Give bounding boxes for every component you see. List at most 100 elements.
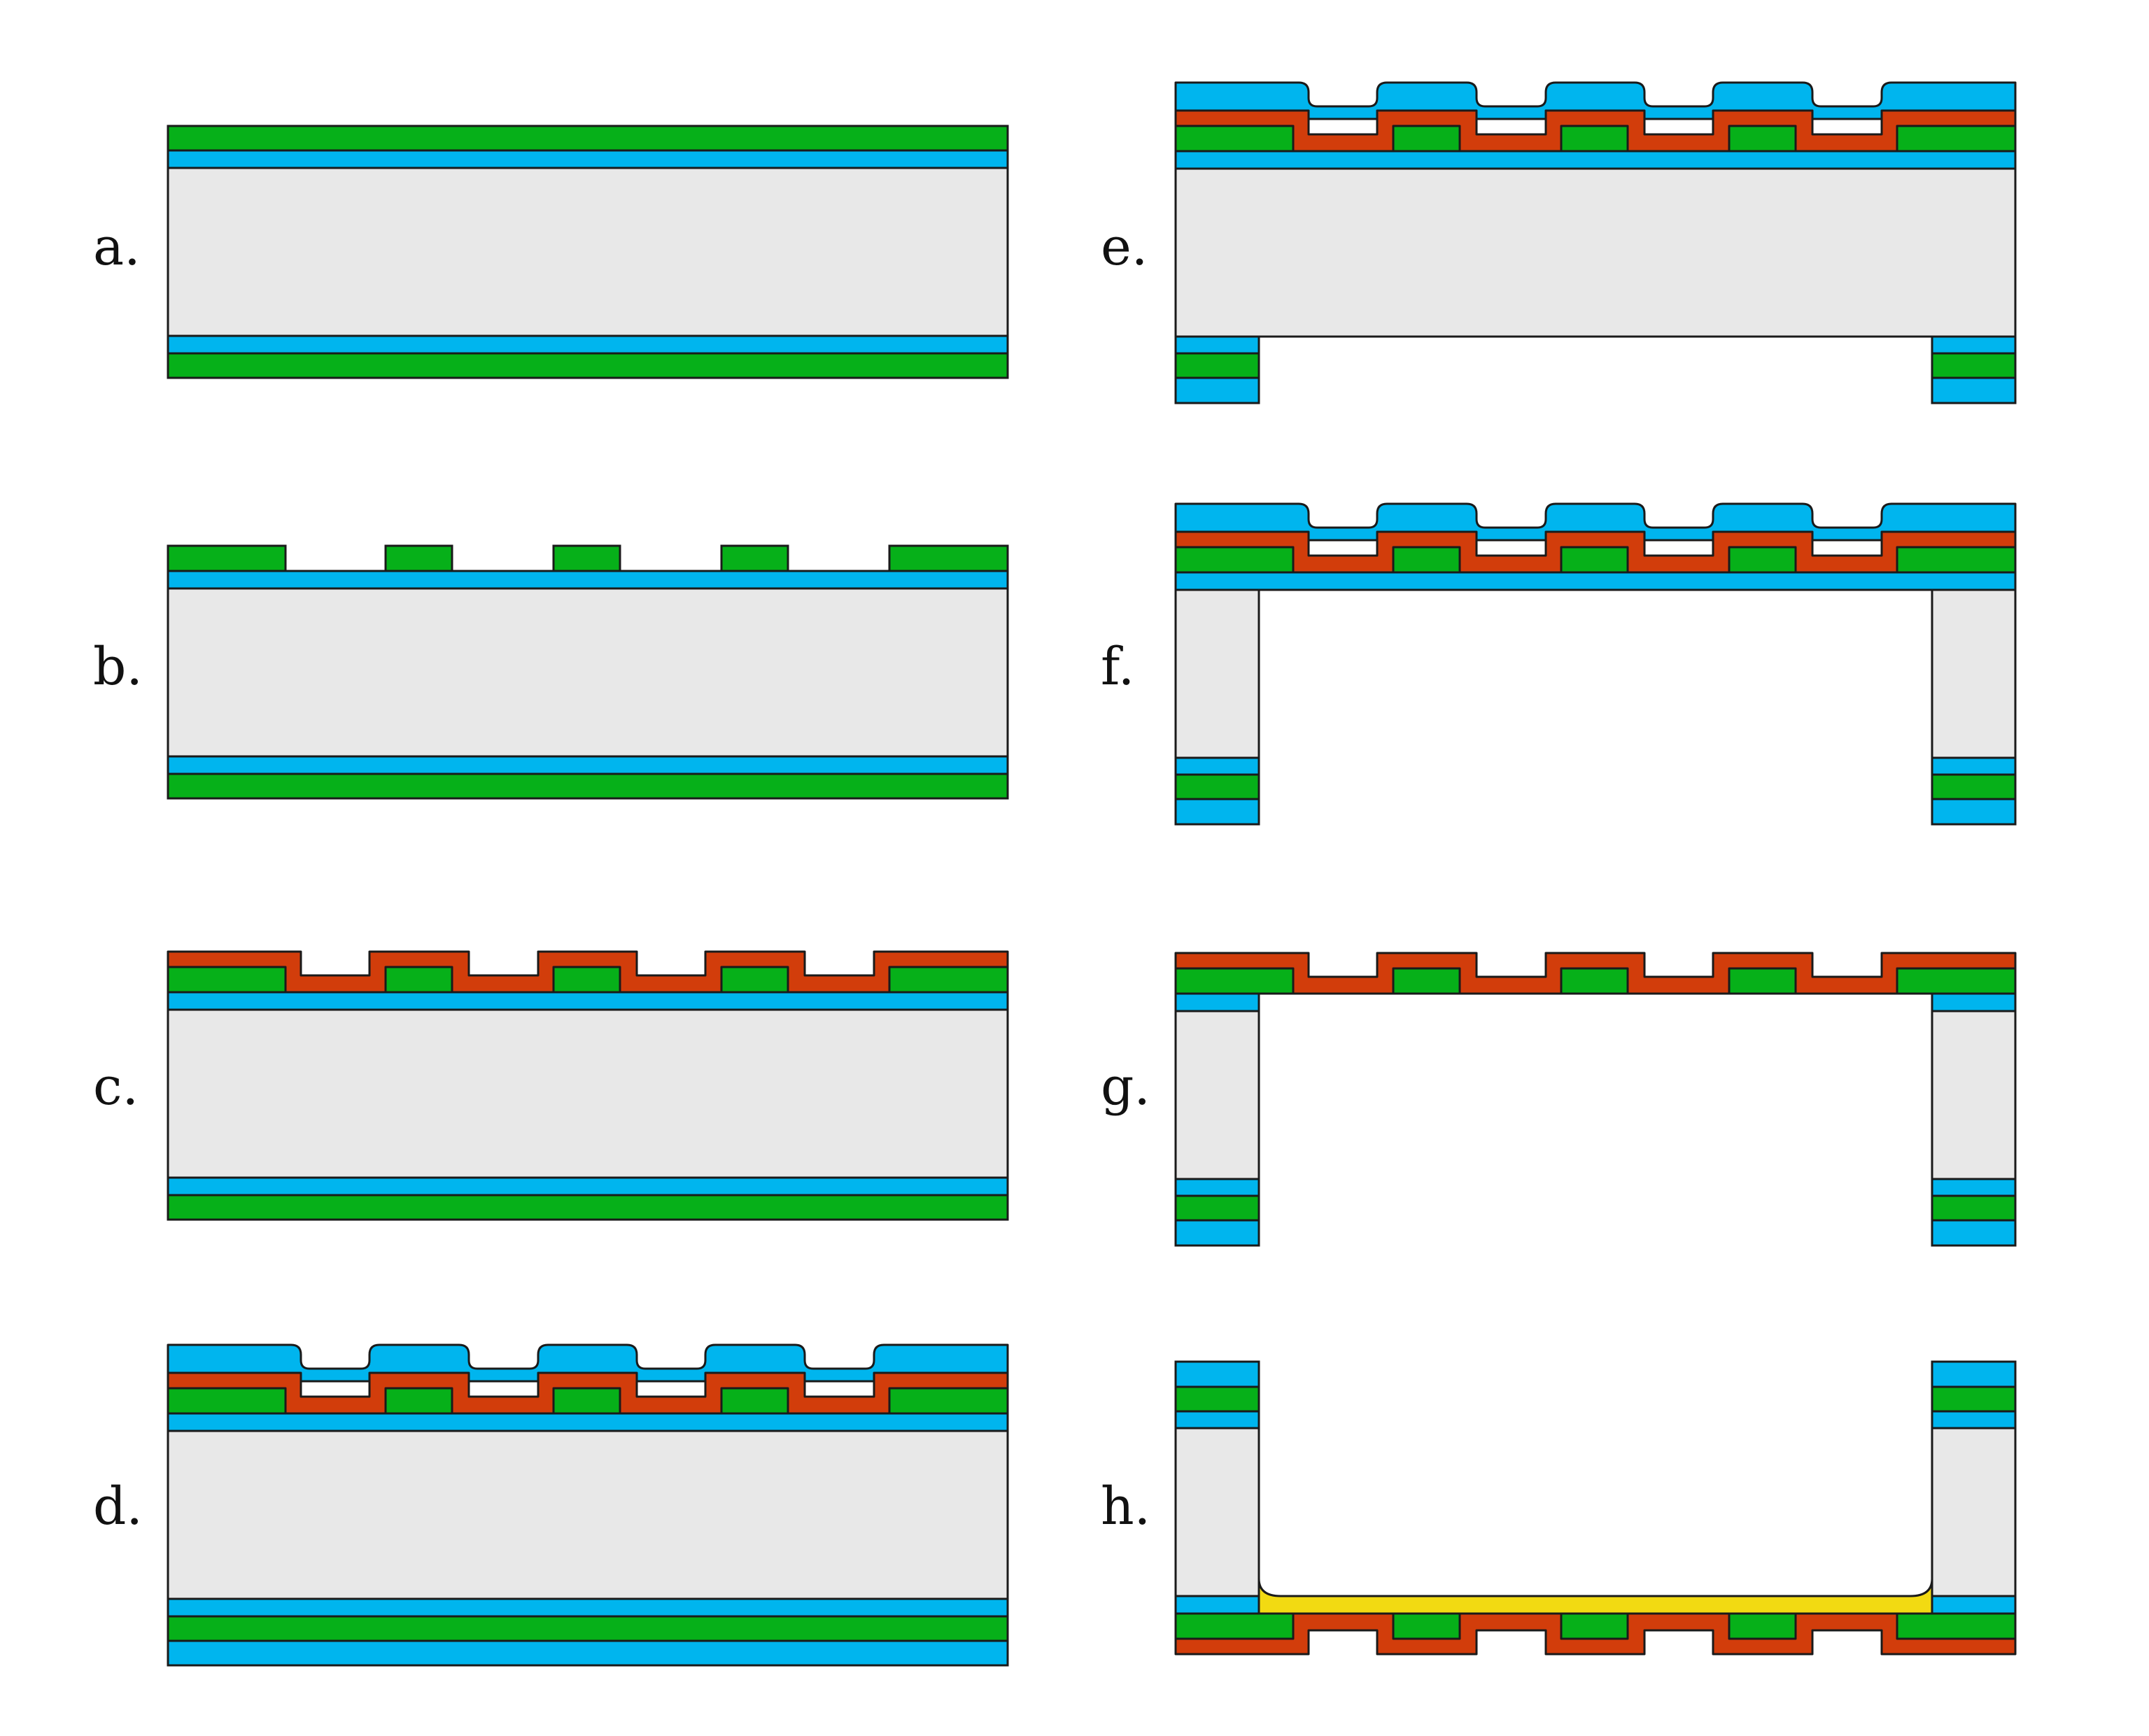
metal-island-2 [1392, 1612, 1461, 1640]
top-oxide-layer [1174, 150, 2017, 170]
substrate-pillar-left [1174, 1010, 1260, 1180]
metal-island-3 [552, 1387, 621, 1415]
metal-island-5 [888, 966, 1009, 994]
metal-island-5 [1896, 125, 2017, 153]
bottom-metal-right [1931, 1194, 2017, 1222]
metal-island-2 [1392, 967, 1461, 995]
bottom-oxide-layer [167, 1597, 1009, 1618]
bottom-oxide-left [1174, 335, 1260, 355]
conformal-film [167, 1371, 1009, 1415]
bottom-mask-left [1174, 798, 1260, 826]
bottom-metal-layer [167, 772, 1009, 800]
bottom-mask-right [1931, 798, 2017, 826]
cross-section-b [167, 544, 1009, 800]
top-metal-layer [167, 125, 1009, 152]
top-mask-left [1174, 1360, 1260, 1388]
metal-island-5 [1896, 546, 2017, 574]
top-oxide-layer [167, 149, 1009, 169]
top-metal-right [1931, 1385, 2017, 1413]
top-oxide-layer [1174, 571, 2017, 591]
conformal-film [1174, 952, 2017, 995]
substrate-pillar-left [1174, 1427, 1260, 1597]
metal-island-2 [384, 1387, 453, 1415]
cross-section-e [1174, 81, 2017, 404]
bottom-metal-layer [167, 1615, 1009, 1642]
metal-island-3 [1560, 967, 1629, 995]
bottom-passivation-layer [167, 1639, 1009, 1667]
step-label-e: e. [1101, 217, 1148, 277]
cross-section-g [1174, 952, 2017, 1247]
metal-island-4 [1728, 125, 1797, 153]
cross-sections [167, 81, 2017, 1667]
metal-island-4 [720, 966, 789, 994]
step-label-c: c. [93, 1057, 139, 1117]
bottom-metal-layer [167, 1194, 1009, 1221]
bottom-oxide-layer [167, 334, 1009, 355]
substrate-pillar-right [1931, 588, 2017, 759]
step-label-b: b. [93, 637, 143, 697]
metal-island-1 [1174, 546, 1295, 574]
metal-island-4 [1728, 546, 1797, 574]
bottom-metal-left [1174, 352, 1260, 379]
bottom-metal-right [1931, 352, 2017, 379]
bottom-metal-left [1174, 1194, 1260, 1222]
substrate-pillar-right [1931, 1010, 2017, 1180]
metal-island-1 [1174, 1612, 1295, 1640]
metal-island-3 [552, 966, 621, 994]
metal-island-4 [720, 1387, 789, 1415]
metal-island-1 [1174, 967, 1295, 995]
step-label-f: f. [1101, 637, 1134, 697]
metal-island-2 [384, 544, 453, 572]
metal-island-5 [1896, 1612, 2017, 1640]
passivation-layer [1174, 502, 2017, 542]
substrate [167, 167, 1009, 337]
top-oxide-layer [167, 1412, 1009, 1432]
bottom-oxide-left [1174, 1595, 1260, 1615]
cross-section-a [167, 125, 1009, 379]
metal-island-1 [167, 1387, 287, 1415]
bottom-oxide-left [1174, 756, 1260, 776]
top-oxide-layer [167, 570, 1009, 590]
passivation-layer [1174, 81, 2017, 120]
metal-island-5 [1896, 967, 2017, 995]
metal-island-3 [1560, 546, 1629, 574]
metal-island-1 [167, 966, 287, 994]
cross-section-f [1174, 502, 2017, 826]
conformal-film [1174, 109, 2017, 153]
substrate [167, 587, 1009, 758]
bottom-metal-layer [167, 352, 1009, 379]
metal-island-2 [1392, 546, 1461, 574]
metal-island-3 [552, 544, 621, 572]
conformal-film [1174, 1612, 2017, 1656]
bottom-oxide-layer [167, 1176, 1009, 1197]
bottom-oxide-right [1931, 756, 2017, 776]
metal-island-1 [1174, 125, 1295, 153]
step-label-h: h. [1101, 1476, 1150, 1537]
bottom-oxide-left [1174, 1178, 1260, 1197]
top-oxide-left [1174, 992, 1260, 1012]
passivation-layer [167, 1343, 1009, 1383]
cross-section-d [167, 1343, 1009, 1667]
substrate [167, 1008, 1009, 1179]
step-label-g: g. [1101, 1057, 1150, 1117]
conformal-film [1174, 530, 2017, 574]
step-label-d: d. [93, 1476, 143, 1537]
metal-island-4 [1728, 1612, 1797, 1640]
metal-island-4 [720, 544, 789, 572]
bottom-mask-left [1174, 1219, 1260, 1247]
top-oxide-right [1931, 992, 2017, 1012]
bottom-mask-left [1174, 376, 1260, 404]
bottom-oxide-layer [167, 755, 1009, 775]
top-mask-right [1931, 1360, 2017, 1388]
metal-island-5 [888, 544, 1009, 572]
conformal-film [167, 950, 1009, 994]
metal-island-4 [1728, 967, 1797, 995]
metal-island-2 [384, 966, 453, 994]
substrate-pillar-left [1174, 588, 1260, 759]
metal-island-5 [888, 1387, 1009, 1415]
bottom-oxide-right [1931, 335, 2017, 355]
bottom-mask-right [1931, 376, 2017, 404]
metal-island-2 [1392, 125, 1461, 153]
bottom-oxide-right [1931, 1595, 2017, 1615]
